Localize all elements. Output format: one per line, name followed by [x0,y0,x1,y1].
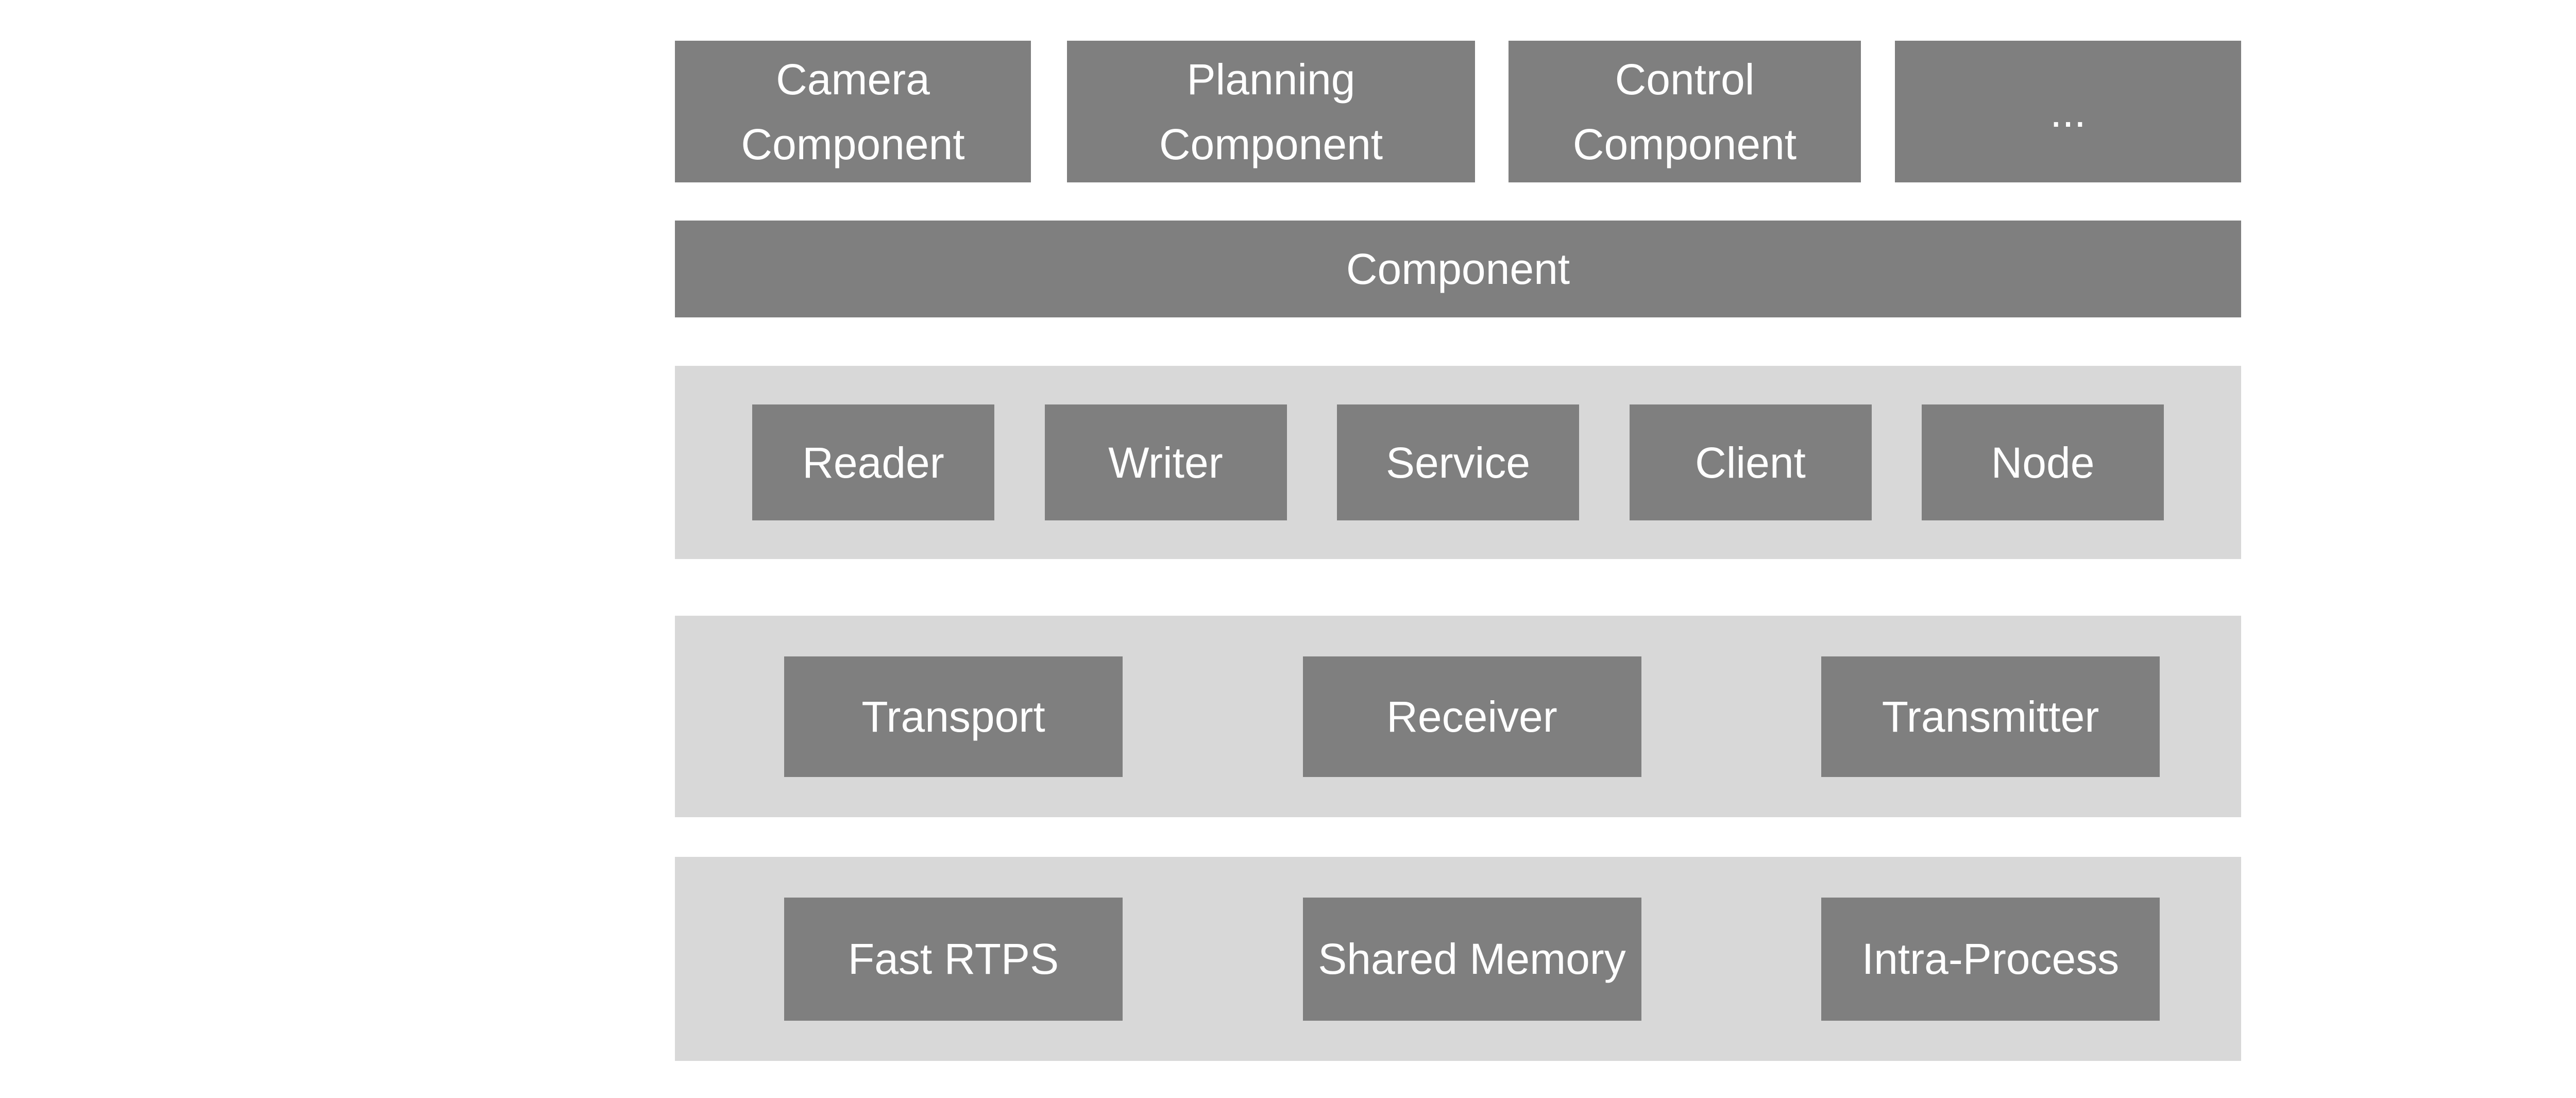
box-component: Component [675,221,2241,317]
box-node: Node [1922,404,2164,520]
box-shared-memory: Shared Memory [1302,897,1641,1021]
implementation-layer-band: Fast RTPS Shared Memory Intra-Process [675,857,2241,1061]
transmitter-label: Transmitter [1882,692,2099,741]
box-transport: Transport [784,656,1123,777]
box-writer: Writer [1044,404,1287,520]
ellipsis-label: ... [2049,87,2086,136]
fast-rtps-label: Fast RTPS [848,935,1059,983]
planning-component-label: Planning Component [1159,55,1383,168]
api-layer-band: Reader Writer Service Client Node [675,366,2241,559]
receiver-label: Receiver [1386,692,1557,741]
box-ellipsis-component: ... [1895,41,2241,182]
box-planning-component: Planning Component [1067,41,1475,182]
writer-label: Writer [1108,438,1223,487]
service-label: Service [1385,438,1531,487]
box-receiver: Receiver [1302,656,1641,777]
camera-component-label: Camera Component [741,55,965,168]
reader-label: Reader [802,438,944,487]
box-fast-rtps: Fast RTPS [784,897,1123,1021]
control-component-label: Control Component [1572,55,1797,168]
box-intra-process: Intra-Process [1821,897,2160,1021]
box-reader: Reader [752,404,994,520]
node-label: Node [1991,438,2095,487]
box-camera-component: Camera Component [675,41,1031,182]
client-label: Client [1695,438,1806,487]
intra-process-label: Intra-Process [1861,935,2120,983]
box-transmitter: Transmitter [1821,656,2160,777]
transport-label: Transport [861,692,1045,741]
box-client: Client [1629,404,1872,520]
transport-layer-band: Transport Receiver Transmitter [675,616,2241,817]
box-service: Service [1337,404,1579,520]
shared-memory-label: Shared Memory [1318,935,1626,983]
component-label: Component [1346,245,1570,293]
box-control-component: Control Component [1509,41,1861,182]
